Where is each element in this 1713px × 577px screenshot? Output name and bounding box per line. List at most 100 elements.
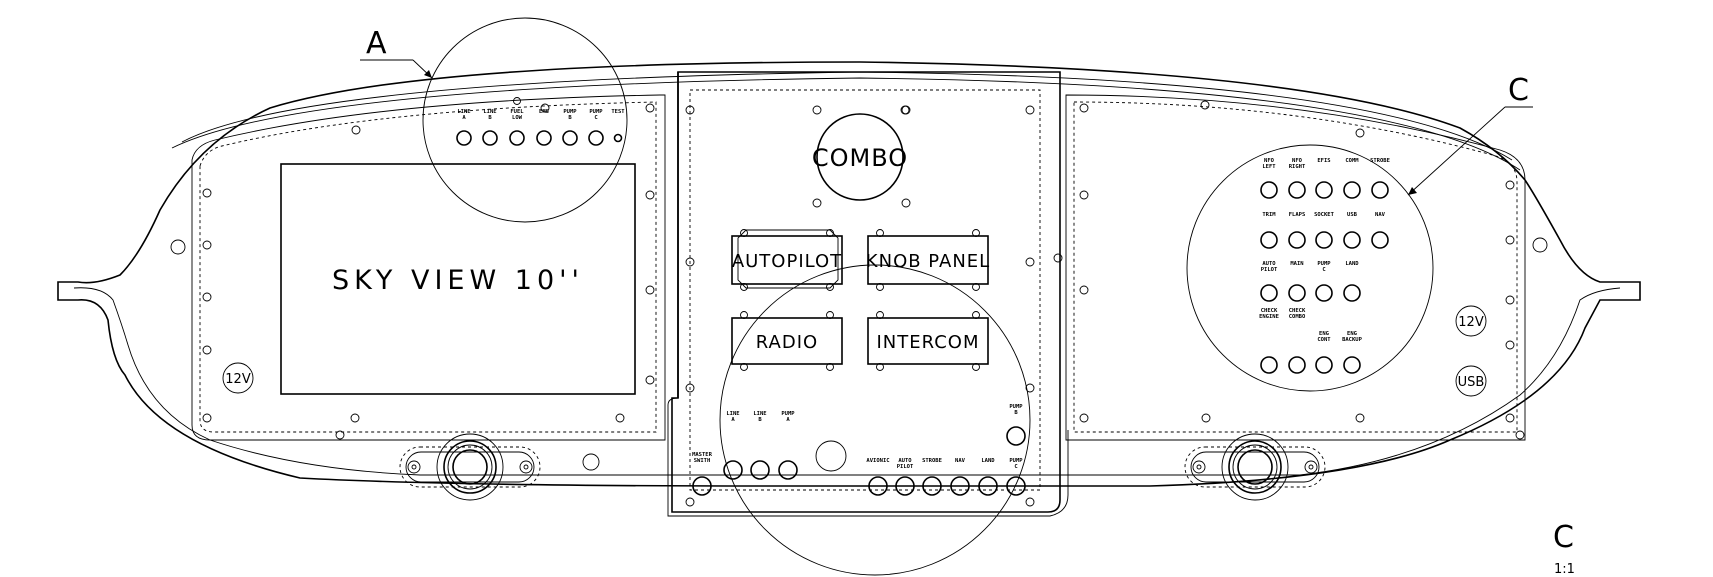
toggle-switch (1343, 231, 1361, 249)
toggle-switch (1006, 476, 1026, 496)
toggle-switch (1288, 181, 1306, 199)
screen-label: SKY VIEW 10'' (332, 265, 584, 296)
toggle-switch (778, 460, 798, 480)
switch-label: NAV (955, 458, 966, 464)
toggle-switch (1315, 284, 1333, 302)
right-subpanel (1065, 94, 1548, 441)
toggle-switch (509, 130, 525, 146)
toggle-switch (1288, 231, 1306, 249)
intercom-unit: INTERCOM (867, 311, 989, 371)
toggle-switch (536, 130, 552, 146)
toggle-switch (1315, 181, 1333, 199)
switch-label: TRIM (1262, 212, 1276, 218)
toggle-switch (895, 476, 915, 496)
toggle-switch (1288, 284, 1306, 302)
toggle-switch (1315, 356, 1333, 374)
knob-panel-unit: KNOB PANEL (866, 229, 990, 291)
toggle-switch (1260, 356, 1278, 374)
switch-label: FLAPS (1289, 212, 1306, 218)
toggle-switch (922, 476, 942, 496)
switch-label: LAND (1345, 261, 1359, 267)
switch-label: AVIONIC (866, 458, 889, 464)
autopilot-label: AUTOPILOT (732, 251, 842, 272)
knob-right (1184, 433, 1326, 501)
detail-c-note: C 1:1 (1553, 520, 1575, 577)
toggle-switch (588, 130, 604, 146)
detail-c-letter: C (1553, 520, 1574, 555)
toggle-switch (1343, 356, 1361, 374)
power-socket-left: 12V (222, 362, 254, 394)
center-panel-frame (667, 71, 1069, 517)
callout-a-label: A (366, 26, 387, 61)
toggle-switch (1371, 231, 1389, 249)
intercom-label: INTERCOM (876, 332, 979, 353)
switch-label: MAIN (1290, 261, 1303, 267)
toggle-switch (1315, 231, 1333, 249)
autopilot-unit: AUTOPILOT (731, 229, 843, 291)
callout-c: C (1186, 73, 1533, 392)
svg-text:12V: 12V (225, 372, 251, 387)
switch-label: LAND (981, 458, 995, 464)
svg-text:12V: 12V (1458, 315, 1484, 330)
radio-unit: RADIO (731, 311, 843, 371)
left-subpanel (170, 94, 666, 441)
skyview-screen: SKY VIEW 10'' (280, 163, 636, 395)
power-socket-right: 12V (1455, 305, 1487, 337)
usb-socket: USB (1455, 365, 1487, 397)
toggle-switch (1371, 181, 1389, 199)
callout-a: A (360, 17, 628, 223)
switch-label: TEST (611, 109, 625, 115)
knob-left (399, 433, 600, 501)
radio-label: RADIO (756, 332, 818, 353)
switch-label: USB (1347, 212, 1358, 218)
svg-text:USB: USB (1458, 375, 1485, 390)
toggle-switch (1260, 284, 1278, 302)
toggle-switch (456, 130, 472, 146)
toggle-switch (950, 476, 970, 496)
switch-label: STROBE (922, 458, 942, 464)
switch-label: NAV (1375, 212, 1386, 218)
toggle-switch (978, 476, 998, 496)
switch-label: SOCKET (1314, 212, 1335, 218)
indicator-dot (513, 97, 521, 105)
knob-panel-label: KNOB PANEL (866, 251, 990, 272)
toggle-switch (1260, 231, 1278, 249)
toggle-switch (750, 460, 770, 480)
toggle-switch (1343, 181, 1361, 199)
callout-c-label: C (1508, 73, 1529, 108)
switch-label: EMS (539, 109, 549, 115)
switch-label: STROBE (1370, 158, 1390, 164)
toggle-switch (562, 130, 578, 146)
toggle-switch (692, 476, 712, 496)
toggle-switch (1260, 181, 1278, 199)
detail-c-scale: 1:1 (1554, 562, 1575, 577)
switch-label: COMM (1345, 158, 1359, 164)
lower-detail-circle (719, 264, 1031, 576)
toggle-switch (1288, 356, 1306, 374)
combo-gauge: COMBO (812, 105, 911, 208)
toggle-switch (1006, 426, 1026, 446)
panel-outline (57, 61, 1641, 487)
combo-label: COMBO (812, 144, 908, 172)
